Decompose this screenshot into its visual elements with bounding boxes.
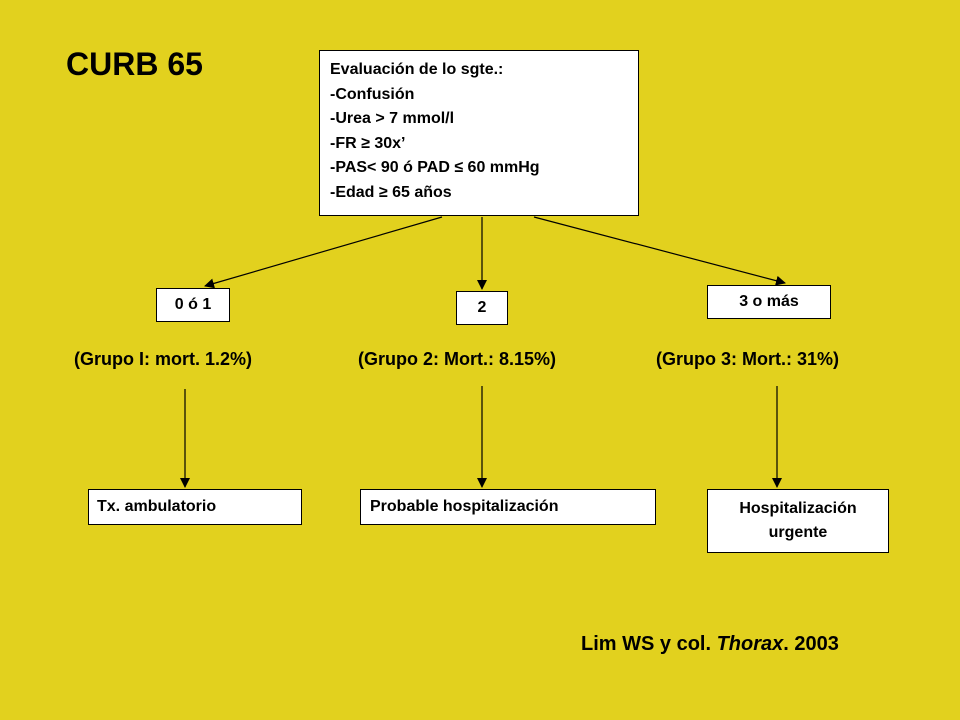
criteria-item: -PAS< 90 ó PAD ≤ 60 mmHg	[330, 159, 540, 176]
citation-year: . 2003	[783, 633, 839, 655]
citation-journal: Thorax	[716, 633, 784, 655]
slide-title: CURB 65	[66, 46, 203, 82]
citation-authors: Lim WS y col.	[581, 633, 712, 655]
criteria-box: Evaluación de lo sgte.: -Confusión -Urea…	[319, 50, 639, 216]
outcome-probable-hospitalization: Probable hospitalización	[360, 489, 656, 525]
criteria-item: -FR ≥ 30x’	[330, 134, 406, 152]
criteria-item: -Confusión	[330, 85, 415, 103]
criteria-item: -Edad ≥ 65 años	[330, 183, 452, 201]
citation: Lim WS y col. Thorax. 2003	[581, 633, 839, 656]
arrow-to-score-0	[204, 216, 443, 289]
outcome-line-1: Hospitalización	[739, 500, 857, 517]
score-box-3-plus: 3 o más	[707, 285, 831, 319]
outcome-line-2: urgente	[768, 524, 828, 541]
outcome-ambulatory: Tx. ambulatorio	[88, 489, 302, 525]
group-3-label: (Grupo 3: Mort.: 31%)	[656, 349, 839, 369]
score-box-0-1: 0 ó 1	[156, 288, 230, 322]
criteria-item: -Urea > 7 mmol/l	[330, 110, 455, 127]
arrow-to-score-3	[533, 216, 786, 286]
score-box-2: 2	[456, 291, 508, 325]
outcome-urgent-hospitalization: Hospitalización urgente	[707, 489, 889, 553]
group-1-label: (Grupo I: mort. 1.2%)	[74, 349, 253, 369]
criteria-heading: Evaluación de lo sgte.:	[330, 61, 504, 78]
group-2-label: (Grupo 2: Mort.: 8.15%)	[358, 349, 557, 369]
